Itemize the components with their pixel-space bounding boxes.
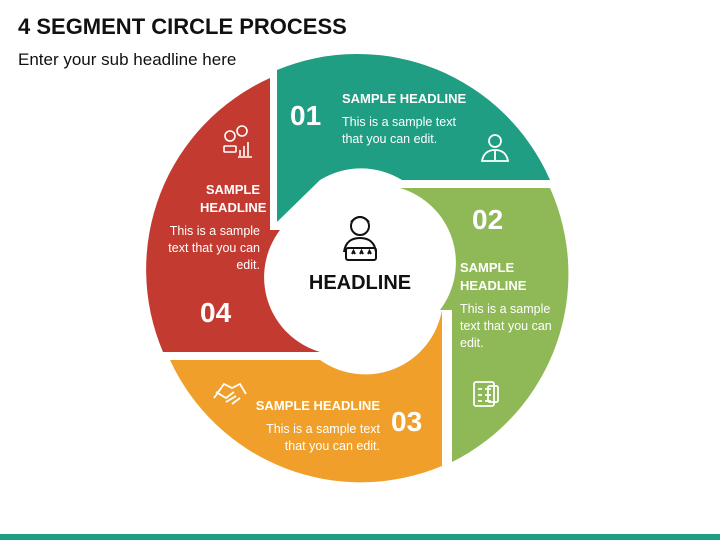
segment-01-description: This is a sample text that you can edit.: [342, 115, 456, 146]
page-title: 4 SEGMENT CIRCLE PROCESS: [18, 14, 347, 39]
segment-01-shape: [277, 53, 550, 223]
checklist-icon: [473, 381, 499, 407]
segment-01-number: 01: [290, 100, 322, 131]
segment-04-shape: [146, 78, 320, 352]
segment-03-description: This is a sample text that you can edit.: [266, 422, 380, 453]
segment-02-number: 02: [472, 204, 504, 235]
segment-03-shape: [170, 310, 442, 483]
person-rating-icon: [343, 216, 377, 261]
segment-03-number: 03: [391, 406, 423, 437]
segment-04-description: This is a sample text that you can edit.: [168, 224, 260, 272]
handshake-icon: [213, 382, 247, 405]
segment-03-headline: SAMPLE HEADLINE: [255, 398, 380, 413]
bottom-accent-bar: [0, 534, 720, 540]
segment-02-description: This is a sample text that you can edit.: [460, 302, 552, 350]
center-headline: HEADLINE: [308, 272, 412, 294]
person-icon: [480, 134, 510, 162]
segment-01-headline: SAMPLE HEADLINE: [342, 91, 467, 106]
segment-01-text-block: SAMPLE HEADLINE This is a sample text th…: [342, 90, 532, 148]
segment-03-text-block: SAMPLE HEADLINE This is a sample text th…: [250, 397, 380, 455]
segment-04-number: 04: [200, 297, 232, 328]
page-subtitle: Enter your sub headline here: [18, 50, 237, 69]
segment-02-headline: SAMPLE HEADLINE: [460, 260, 527, 293]
segment-02-shape: [400, 188, 569, 462]
segment-04-text-block: SAMPLE HEADLINE This is a sample text th…: [160, 181, 267, 274]
segment-04-headline: SAMPLE HEADLINE: [200, 182, 267, 215]
segment-02-text-block: SAMPLE HEADLINE This is a sample text th…: [460, 259, 560, 352]
team-growth-icon: [223, 125, 252, 158]
